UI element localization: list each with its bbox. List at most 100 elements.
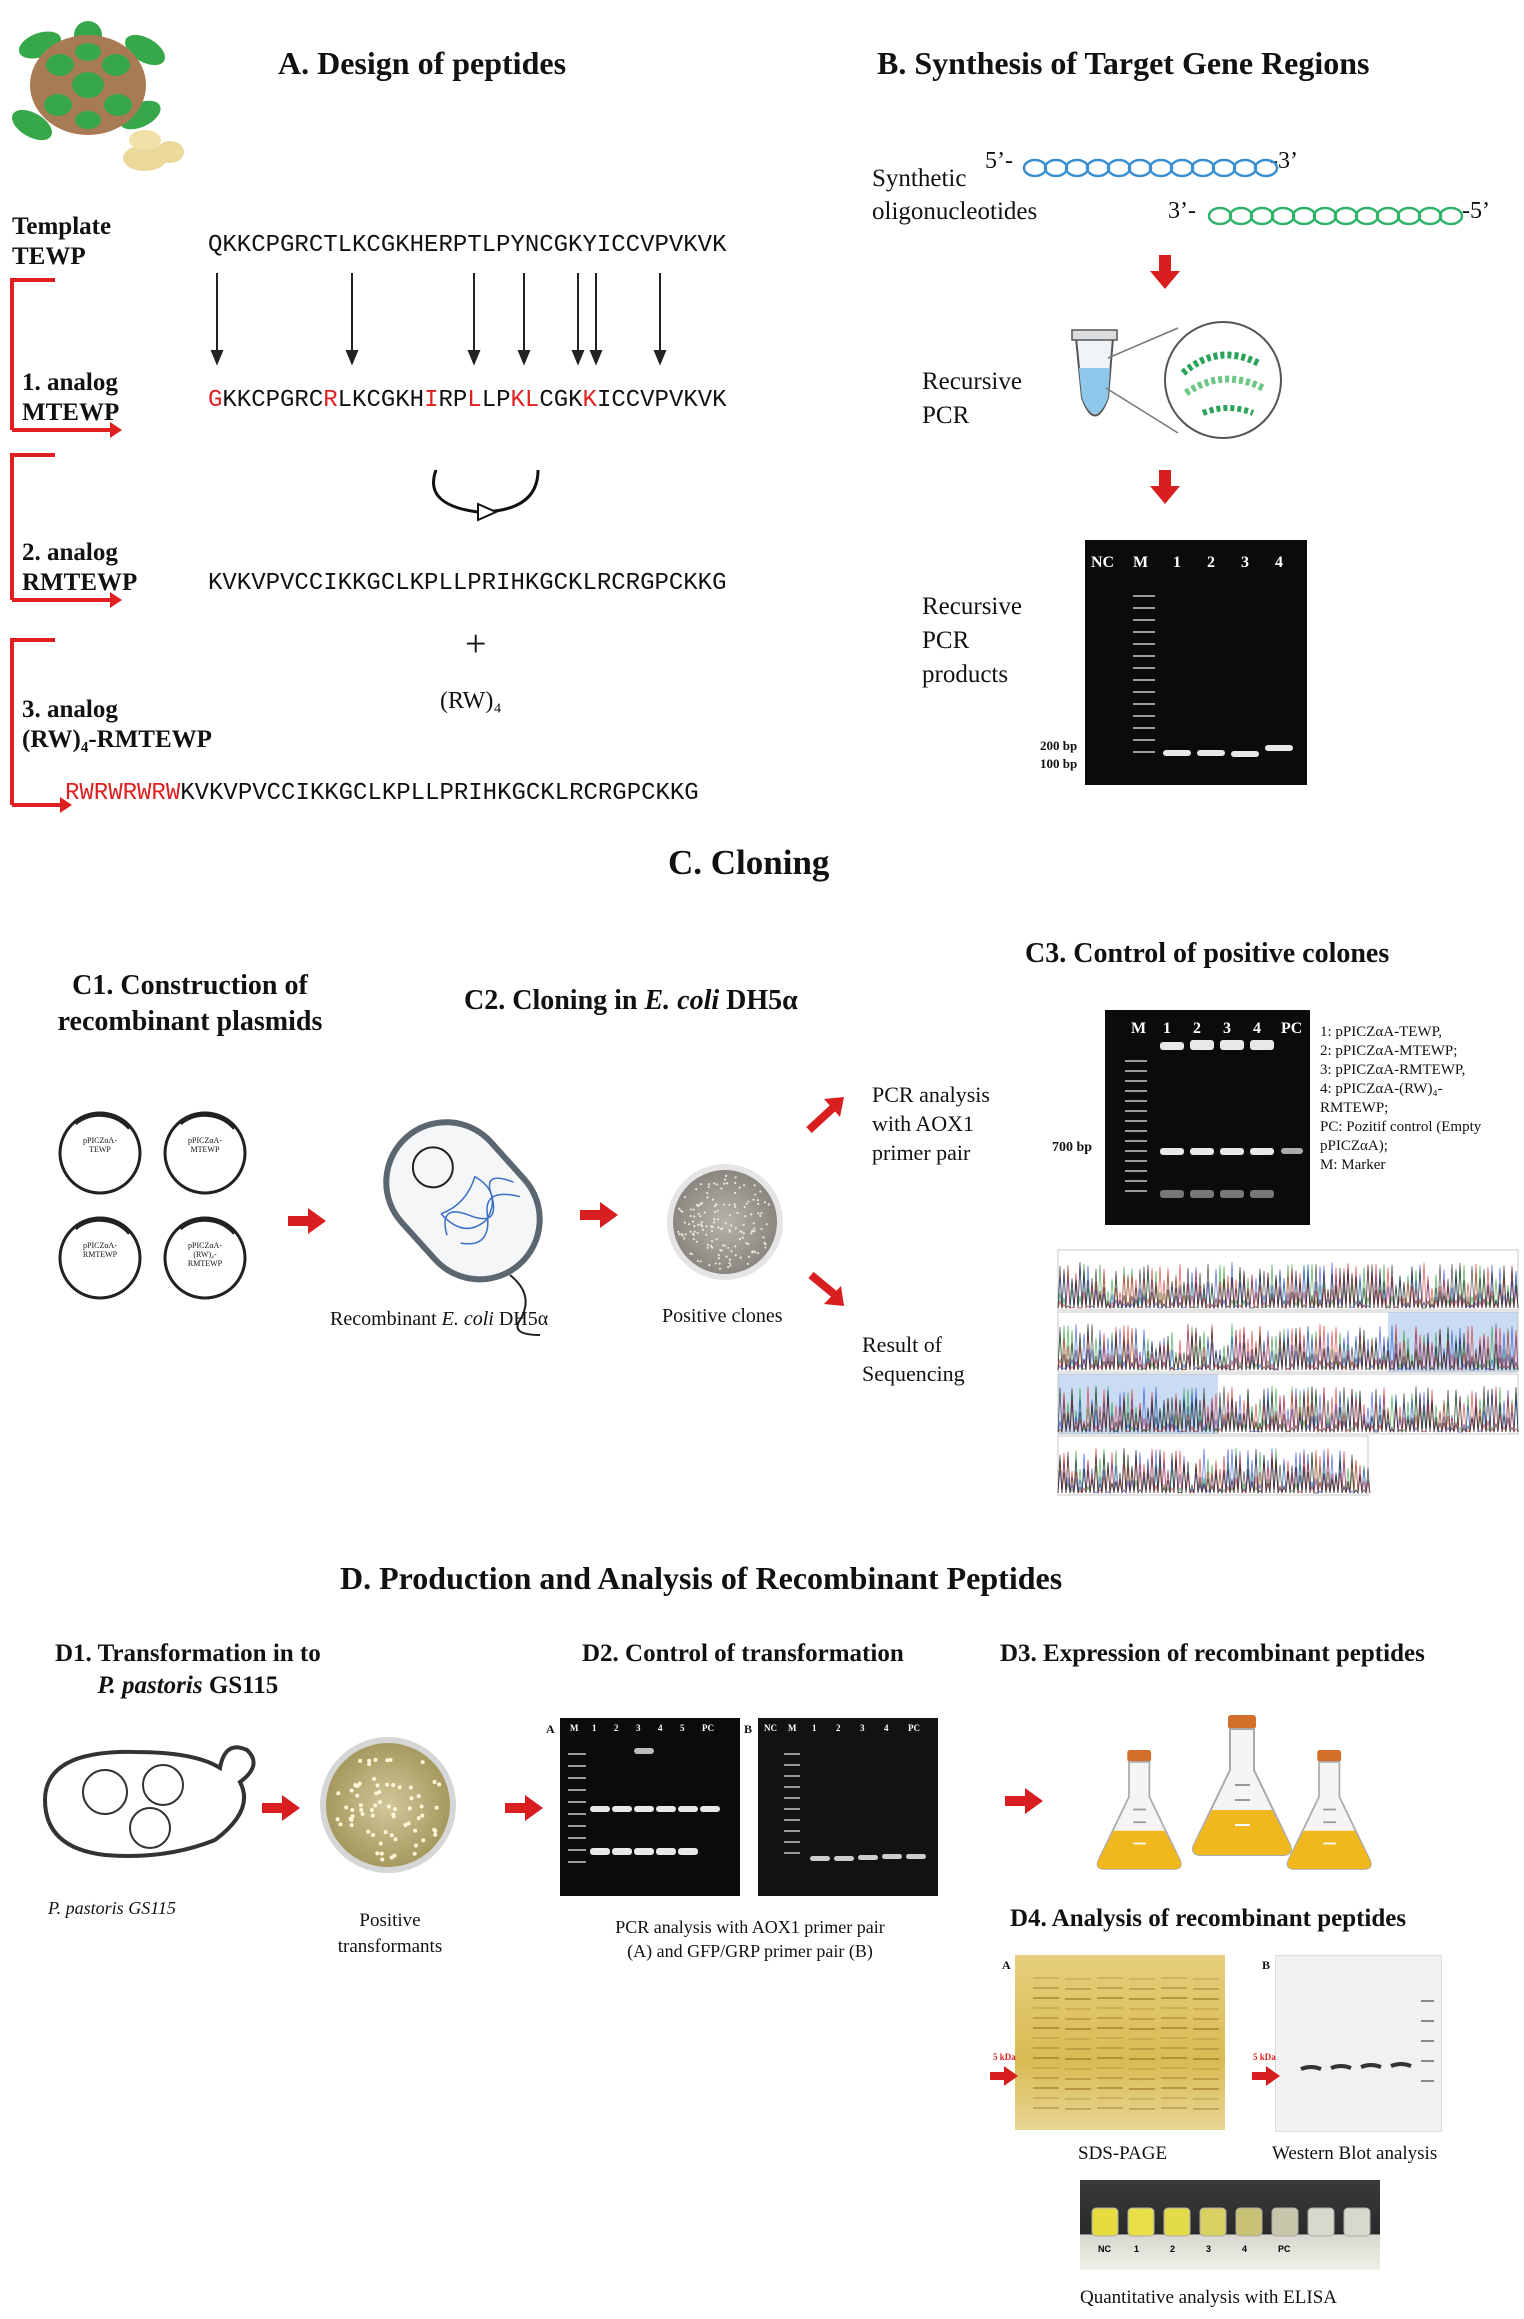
colony-dot	[733, 1203, 736, 1206]
oligo-bead	[1127, 158, 1153, 178]
protein-band	[1033, 2087, 1059, 2089]
diag-arrow-down	[808, 1271, 844, 1306]
protein-band	[1161, 2097, 1187, 2099]
lane-label: 2	[1207, 554, 1215, 571]
colony-dot	[414, 1843, 419, 1848]
colony-dot	[391, 1782, 396, 1787]
protein-band	[1033, 2077, 1059, 2079]
western-blot-image	[1275, 1955, 1442, 2132]
protein-band	[1097, 2007, 1123, 2009]
colony-dot	[397, 1785, 402, 1790]
substituted-residue: KL	[510, 387, 540, 414]
section-a-title: A. Design of peptides	[278, 45, 567, 81]
colony-dot	[691, 1220, 695, 1223]
colony-dot	[708, 1263, 711, 1267]
trace-line	[1057, 1386, 1519, 1434]
colony-dot	[678, 1233, 681, 1236]
colony-dot	[699, 1215, 702, 1218]
sequence-mtewp: GKKCPGRCRLKCGKHIRPLLPKLCGKKICCVPVKVK	[208, 387, 727, 414]
colony-dot	[681, 1234, 684, 1237]
oligo-bead	[1085, 158, 1111, 178]
legend-line: M: Marker	[1320, 1157, 1386, 1173]
sds-page-label: SDS-PAGE	[1078, 2143, 1168, 2164]
flask-icon	[1192, 1715, 1292, 1856]
colony-dot	[700, 1225, 704, 1228]
protein-band	[1033, 2037, 1059, 2039]
d1-title-italic: P. pastoris	[97, 1672, 203, 1699]
colony-dot	[707, 1182, 710, 1186]
colony-dot	[742, 1184, 746, 1187]
colony-dot	[699, 1203, 702, 1206]
ladder-band	[1133, 679, 1155, 681]
colony-dot	[743, 1215, 747, 1218]
protein-band	[1161, 2047, 1187, 2049]
flask-icons	[1096, 1715, 1372, 1870]
residue-run: LKCGKH	[337, 387, 425, 414]
colony-dot	[728, 1203, 731, 1206]
row-label-mtewp: 1. analog MTEWP	[22, 369, 120, 426]
colony-dot	[353, 1782, 358, 1787]
right-arrow-d3	[1005, 1788, 1043, 1814]
colony-dot	[403, 1822, 408, 1827]
protein-band	[1033, 1987, 1059, 1989]
colony-dot	[378, 1841, 383, 1846]
elisa-well	[1307, 2207, 1335, 2237]
lane-label: 3	[860, 1723, 865, 1733]
colony-dot	[759, 1214, 762, 1218]
lane-label: 2	[1193, 1020, 1201, 1037]
reverse-icon	[432, 469, 540, 522]
colony-dot	[713, 1210, 717, 1214]
colony-dot	[757, 1202, 760, 1205]
colony-dot	[727, 1246, 730, 1250]
protein-band	[1161, 2077, 1187, 2079]
colony-dot	[388, 1757, 393, 1762]
protein-band	[1161, 1977, 1187, 1979]
colony-dot	[344, 1805, 349, 1810]
colony-dot	[702, 1228, 705, 1231]
colony-dot	[763, 1201, 767, 1204]
colony-dot	[432, 1779, 437, 1784]
protein-band	[1129, 2048, 1155, 2050]
positive-clones-label: Positive clones	[662, 1305, 783, 1327]
ladder-band	[1125, 1100, 1147, 1102]
colony-dot	[383, 1830, 388, 1835]
colony-dot	[688, 1223, 691, 1226]
colony-dot	[723, 1203, 726, 1206]
colony-dot	[355, 1793, 360, 1798]
colony-dot	[710, 1229, 714, 1233]
protein-band	[1129, 1988, 1155, 1990]
protein-band	[1193, 2008, 1219, 2010]
colony-dot	[759, 1190, 762, 1193]
down-arrow-2	[1150, 470, 1180, 504]
lane-label: PC	[1281, 1020, 1303, 1037]
colony-dot	[734, 1176, 737, 1179]
blot-band	[1330, 2064, 1352, 2070]
oligo-bead	[1211, 158, 1237, 178]
lane-label: 1	[812, 1723, 817, 1733]
colony-dot	[700, 1201, 704, 1205]
protein-band	[1065, 2028, 1091, 2030]
colony-dot	[747, 1242, 750, 1246]
oligo-bead	[1106, 158, 1132, 178]
protein-band	[1129, 2098, 1155, 2100]
colony-dot	[366, 1829, 371, 1834]
colony-dot	[386, 1804, 391, 1809]
protein-band	[1033, 2107, 1059, 2109]
lane-label: 2	[614, 1723, 619, 1733]
result-seq-label: Result of Sequencing	[862, 1332, 965, 1386]
right-arrow-c1	[288, 1208, 326, 1234]
petri-dish-clones	[667, 1164, 783, 1280]
colony-dot	[713, 1205, 716, 1208]
ladder-band	[1125, 1170, 1147, 1172]
protein-band	[1033, 2027, 1059, 2029]
trace-frame	[1057, 1373, 1519, 1435]
colony-dot	[705, 1225, 708, 1228]
sequence-rw4-rmtewp: RWRWRWRWKVKVPVCCIKKGCLKPLLPRIHKGCKLRCRGP…	[65, 780, 699, 807]
row-label-template: Template TEWP	[12, 213, 112, 270]
ladder-band	[784, 1764, 800, 1766]
protein-band	[1033, 2047, 1059, 2049]
protein-band	[1033, 2007, 1059, 2009]
colony-dot	[684, 1233, 687, 1236]
residue-run: KVKVPVCCIKKGCLKPLLPRIHKGCKLRCRGPCKKG	[180, 780, 699, 807]
colony-dot	[767, 1203, 770, 1206]
